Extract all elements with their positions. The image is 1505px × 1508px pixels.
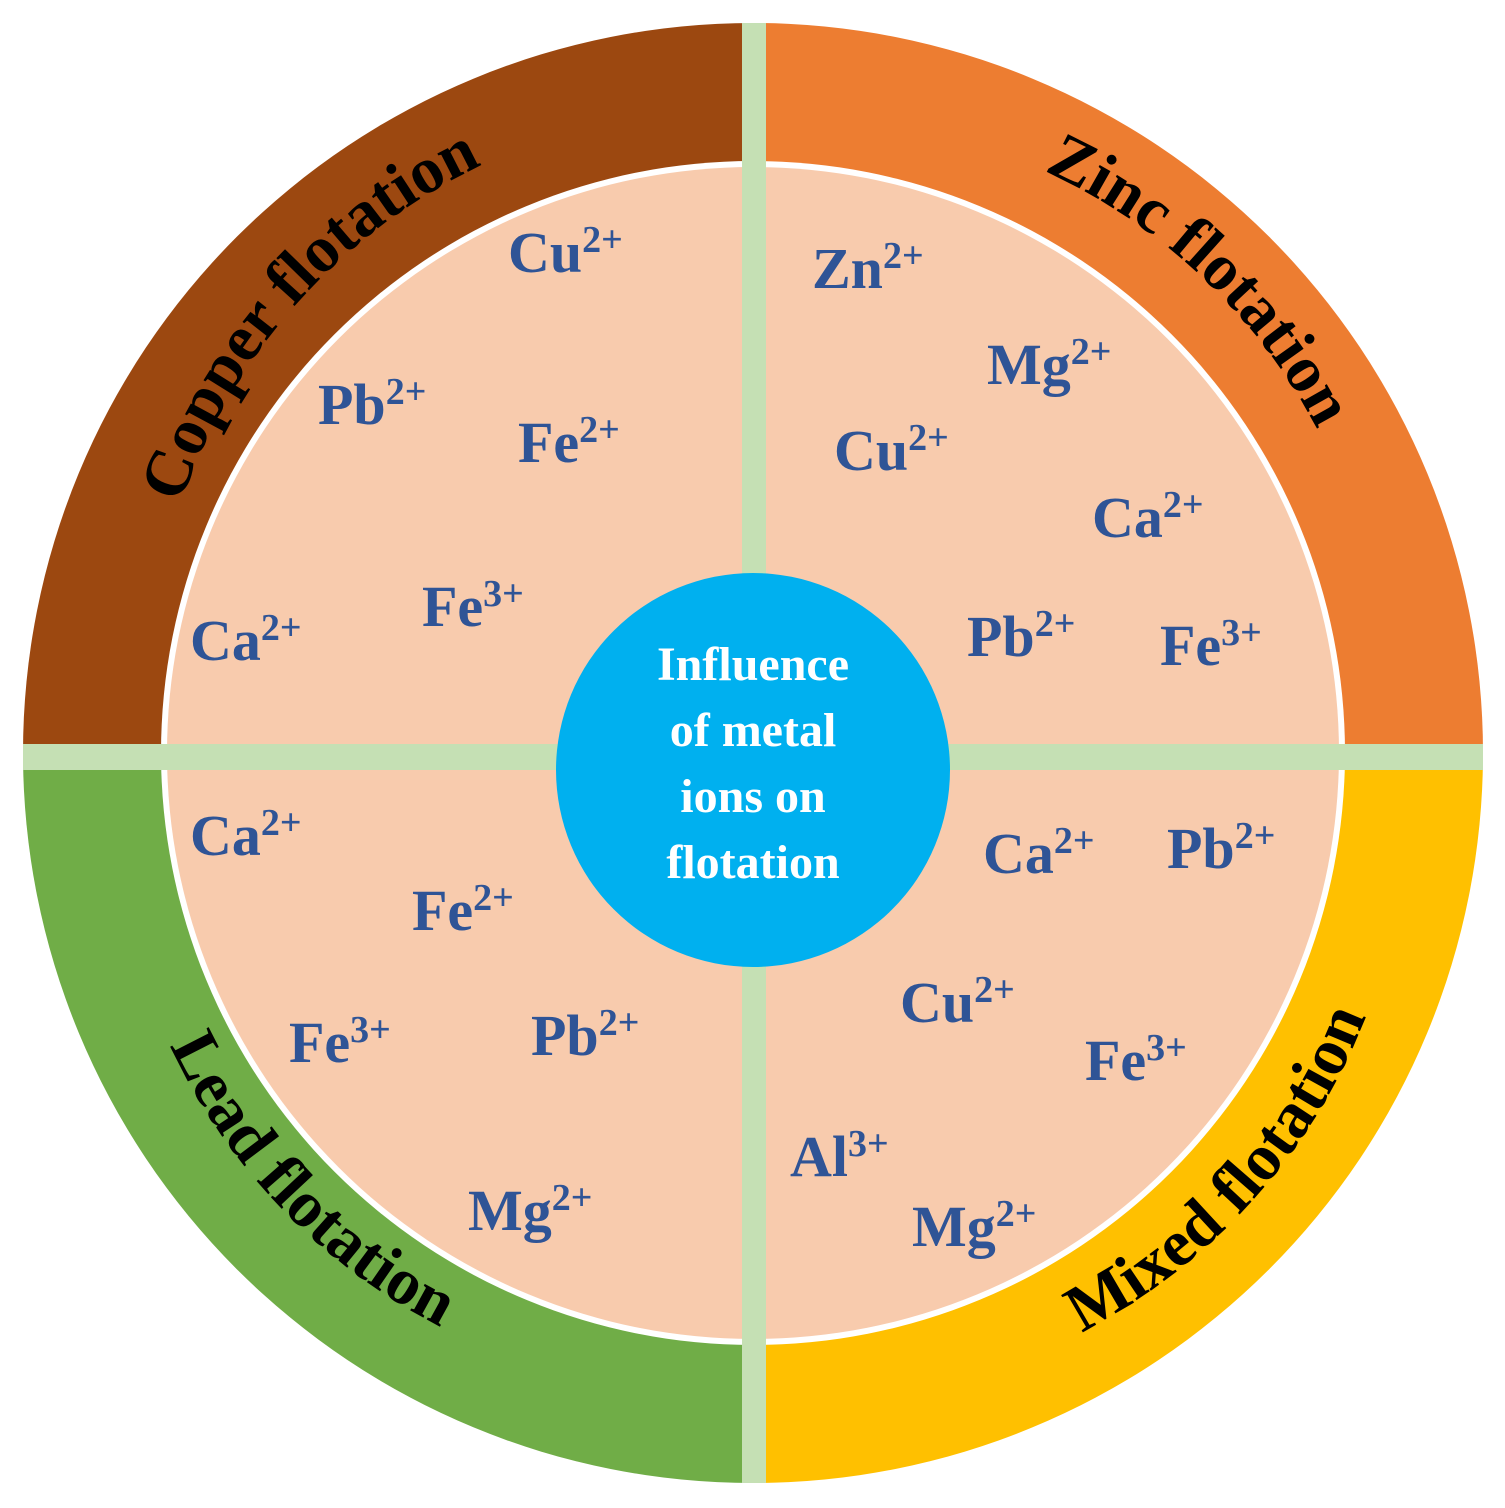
ion-symbol: Cu	[834, 418, 908, 483]
mixed-ion-fe-3plus: Fe3+	[1085, 1027, 1187, 1093]
ion-symbol: Fe	[1160, 613, 1221, 678]
ion-charge: 3+	[848, 1123, 889, 1165]
ion-symbol: Pb	[967, 604, 1035, 669]
ion-symbol: Zn	[812, 236, 883, 301]
ion-labels: Cu2+Pb2+Fe2+Fe3+Ca2+Zn2+Mg2+Cu2+Ca2+Pb2+…	[190, 219, 1275, 1259]
mixed-ion-al-3plus: Al3+	[790, 1123, 889, 1189]
ion-charge: 3+	[1146, 1027, 1187, 1069]
ion-charge: 3+	[483, 573, 524, 615]
mixed-ion-pb-2plus: Pb2+	[1167, 815, 1275, 881]
ion-charge: 2+	[1035, 603, 1076, 645]
zinc-ion-mg-2plus: Mg2+	[987, 331, 1111, 397]
ion-charge: 3+	[350, 1009, 391, 1051]
copper-ion-fe-2plus: Fe2+	[518, 409, 620, 475]
ion-charge: 2+	[473, 877, 514, 919]
center-circle	[556, 573, 950, 967]
zinc-ion-pb-2plus: Pb2+	[967, 603, 1075, 669]
lead-ion-fe-3plus: Fe3+	[289, 1009, 391, 1075]
ion-charge: 2+	[599, 1002, 640, 1044]
ion-symbol: Cu	[900, 970, 974, 1035]
ion-charge: 2+	[261, 802, 302, 844]
copper-ion-cu-2plus: Cu2+	[508, 219, 623, 285]
lead-ion-pb-2plus: Pb2+	[531, 1002, 639, 1068]
ion-symbol: Pb	[318, 372, 386, 437]
ion-symbol: Ca	[190, 803, 261, 868]
ion-charge: 2+	[261, 607, 302, 649]
ion-symbol: Fe	[422, 574, 483, 639]
copper-ion-fe-3plus: Fe3+	[422, 573, 524, 639]
ion-charge: 2+	[1163, 484, 1204, 526]
ion-charge: 2+	[1071, 331, 1112, 373]
ion-symbol: Mg	[987, 332, 1071, 397]
center-title-line: flotation	[666, 836, 839, 889]
zinc-ion-fe-3plus: Fe3+	[1160, 612, 1262, 678]
ion-symbol: Fe	[412, 878, 473, 943]
center-title-line: Influence	[657, 638, 849, 691]
lead-ion-mg-2plus: Mg2+	[468, 1177, 592, 1243]
ion-charge: 2+	[386, 371, 427, 413]
ion-symbol: Mg	[468, 1178, 552, 1243]
ion-charge: 2+	[552, 1177, 593, 1219]
ion-symbol: Fe	[518, 410, 579, 475]
copper-ion-pb-2plus: Pb2+	[318, 371, 426, 437]
ion-symbol: Pb	[1167, 816, 1235, 881]
ion-charge: 2+	[579, 409, 620, 451]
ion-symbol: Fe	[1085, 1028, 1146, 1093]
center-title: Influence of metal ions on flotation	[657, 638, 849, 889]
zinc-ion-cu-2plus: Cu2+	[834, 417, 949, 483]
zinc-ion-ca-2plus: Ca2+	[1092, 484, 1204, 550]
ion-charge: 2+	[974, 969, 1015, 1011]
ion-charge: 2+	[1235, 815, 1276, 857]
ion-symbol: Fe	[289, 1010, 350, 1075]
lead-ion-ca-2plus: Ca2+	[190, 802, 302, 868]
mixed-ion-mg-2plus: Mg2+	[912, 1193, 1036, 1259]
ion-charge: 2+	[996, 1193, 1037, 1235]
copper-ion-ca-2plus: Ca2+	[190, 607, 302, 673]
mixed-ion-cu-2plus: Cu2+	[900, 969, 1015, 1035]
ion-symbol: Ca	[983, 821, 1054, 886]
ion-charge: 2+	[582, 219, 623, 261]
ion-symbol: Ca	[1092, 485, 1163, 550]
ion-symbol: Cu	[508, 220, 582, 285]
mixed-ion-ca-2plus: Ca2+	[983, 820, 1095, 886]
center-title-line: ions on	[680, 770, 825, 823]
zinc-ion-zn-2plus: Zn2+	[812, 235, 924, 301]
ion-charge: 2+	[908, 417, 949, 459]
ion-charge: 2+	[1054, 820, 1095, 862]
ion-charge: 2+	[883, 235, 924, 277]
center-title-line: of metal	[670, 704, 837, 757]
ion-symbol: Ca	[190, 608, 261, 673]
ion-symbol: Mg	[912, 1194, 996, 1259]
ion-charge: 3+	[1221, 612, 1262, 654]
ion-symbol: Pb	[531, 1003, 599, 1068]
ion-symbol: Al	[790, 1124, 848, 1189]
lead-ion-fe-2plus: Fe2+	[412, 877, 514, 943]
